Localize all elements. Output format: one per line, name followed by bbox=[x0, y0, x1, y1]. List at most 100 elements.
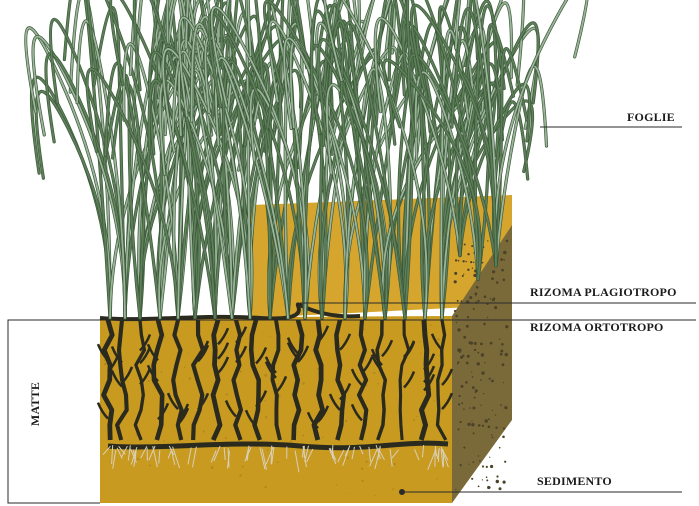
sediment-grain bbox=[482, 425, 484, 427]
sediment-grain bbox=[478, 455, 479, 456]
sediment-grain bbox=[480, 405, 481, 406]
sediment-grain bbox=[503, 382, 504, 383]
sediment-grain bbox=[463, 336, 466, 339]
sediment-grain bbox=[461, 402, 463, 404]
sediment-grain bbox=[239, 474, 241, 476]
sediment-grain bbox=[265, 400, 267, 402]
sediment-grain bbox=[503, 259, 505, 261]
label-matte: MATTE bbox=[28, 382, 42, 426]
sediment-grain bbox=[473, 432, 475, 434]
sediment-grain bbox=[504, 406, 507, 409]
sediment-grain bbox=[148, 380, 150, 382]
sediment-grain bbox=[468, 464, 469, 465]
sediment-grain bbox=[463, 274, 464, 275]
sediment-grain bbox=[499, 447, 501, 449]
sediment-grain bbox=[242, 466, 244, 468]
sediment-grain bbox=[455, 489, 456, 490]
sediment-grain bbox=[270, 336, 271, 337]
label-rizoma-ortotropo: RIZOMA ORTOTROPO bbox=[530, 320, 664, 334]
sediment-grain bbox=[362, 480, 364, 482]
sediment-grain bbox=[461, 300, 463, 302]
sediment-grain bbox=[302, 382, 305, 385]
sediment-grain bbox=[480, 379, 482, 381]
sediment-grain bbox=[476, 286, 479, 289]
sediment-grain bbox=[457, 300, 459, 302]
sediment-grain bbox=[189, 377, 192, 380]
sediment-grain bbox=[503, 279, 506, 282]
sediment-grain bbox=[496, 480, 499, 483]
sediment-grain bbox=[474, 397, 476, 399]
sediment-grain bbox=[455, 259, 457, 261]
sediment-grain bbox=[487, 317, 488, 318]
sediment-grain bbox=[506, 240, 509, 243]
sediment-grain bbox=[467, 355, 470, 358]
sediment-grain bbox=[437, 338, 439, 340]
sediment-grain bbox=[226, 393, 228, 395]
sediment-grain bbox=[164, 337, 165, 338]
sediment-grain bbox=[470, 296, 472, 298]
sediment-grain bbox=[489, 457, 490, 458]
sediment-grain bbox=[459, 352, 460, 353]
sediment-grain bbox=[462, 260, 464, 262]
sediment-grain bbox=[459, 421, 461, 423]
sediment-grain bbox=[347, 457, 349, 459]
sediment-grain bbox=[495, 415, 496, 416]
sediment-grain bbox=[490, 298, 492, 300]
sediment-grain bbox=[419, 341, 420, 342]
sediment-grain bbox=[501, 343, 504, 346]
sediment-grain bbox=[346, 493, 347, 494]
sediment-grain bbox=[500, 354, 501, 355]
sediment-grain bbox=[492, 270, 495, 273]
sediment-grain bbox=[505, 353, 508, 356]
sediment-grain bbox=[471, 478, 473, 480]
sediment-grain bbox=[104, 363, 107, 366]
sediment-grain bbox=[455, 315, 458, 318]
sediment-grain bbox=[240, 371, 242, 373]
sediment-grain bbox=[500, 350, 503, 353]
sediment-grain bbox=[492, 299, 495, 302]
sediment-grain bbox=[480, 343, 483, 346]
sediment-grain bbox=[436, 478, 437, 479]
sediment-grain bbox=[491, 277, 494, 280]
sediment-grain bbox=[491, 380, 494, 383]
sediment-grain bbox=[478, 424, 481, 427]
sediment-grain bbox=[457, 428, 459, 430]
sediment-grain bbox=[467, 269, 469, 271]
sediment-grain bbox=[225, 437, 227, 439]
label-sedimento: SEDIMENTO bbox=[537, 474, 612, 488]
sediment-grain bbox=[184, 367, 186, 369]
sediment-grain bbox=[458, 260, 460, 262]
sediment-grain bbox=[492, 437, 494, 439]
sediment-grain bbox=[483, 393, 484, 394]
sediment-grain bbox=[481, 353, 484, 356]
sediment-grain bbox=[365, 360, 367, 362]
sediment-grain bbox=[462, 355, 464, 357]
sediment-grain bbox=[471, 423, 474, 426]
sediment-grain bbox=[149, 464, 151, 466]
sediment-grain bbox=[458, 403, 460, 405]
sediment-grain bbox=[467, 253, 469, 255]
sediment-grain bbox=[475, 392, 476, 393]
sediment-grain bbox=[161, 372, 163, 374]
sediment-grain bbox=[457, 328, 460, 331]
sediment-grain bbox=[472, 268, 473, 269]
sediment-grain bbox=[466, 362, 469, 365]
sediment-grain bbox=[504, 461, 506, 463]
sediment-grain bbox=[264, 486, 266, 488]
sediment-grain bbox=[465, 261, 467, 263]
sediment-grain bbox=[501, 269, 504, 272]
sediment-grain bbox=[490, 342, 493, 345]
sediment-grain bbox=[502, 436, 505, 439]
sediment-grain bbox=[377, 383, 379, 385]
sediment-grain bbox=[491, 434, 493, 436]
sediment-grain bbox=[473, 308, 475, 310]
sediment-grain bbox=[137, 450, 138, 451]
sediment-grain bbox=[488, 418, 490, 420]
sediment-grain bbox=[489, 487, 491, 489]
sediment-grain bbox=[211, 466, 214, 469]
sediment-grain bbox=[361, 468, 363, 470]
sediment-grain bbox=[503, 427, 505, 429]
sediment-grain bbox=[494, 306, 497, 309]
sediment-grain bbox=[454, 310, 456, 312]
sediment-grain bbox=[462, 275, 464, 277]
